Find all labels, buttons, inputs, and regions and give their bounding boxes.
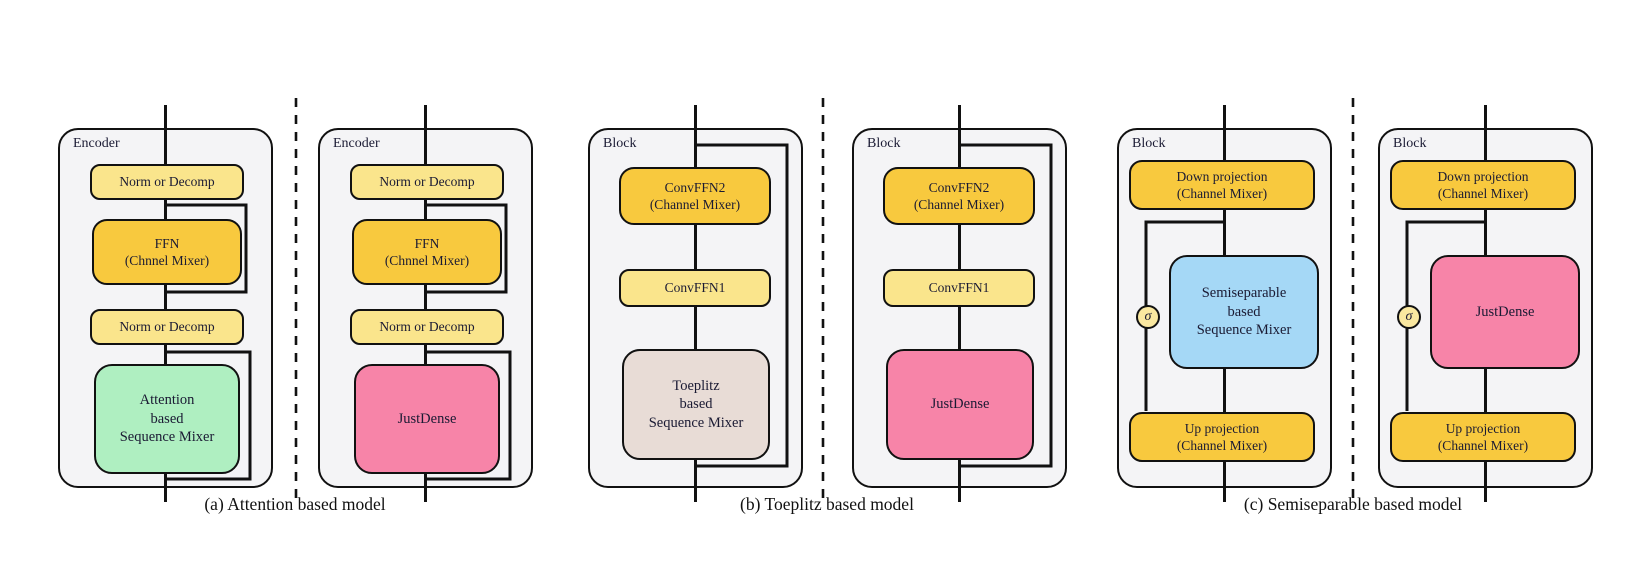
justdense-mixer-box: JustDense	[1430, 255, 1580, 369]
caption-attention-model: (a) Attention based model	[204, 494, 386, 514]
panel-title: Encoder	[73, 136, 120, 151]
caption-semiseparable-model: (c) Semiseparable based model	[1243, 494, 1463, 514]
norm-or-decomp-box: Norm or Decomp	[90, 164, 244, 200]
panel-block-justdense: Block ConvFFN2 (Channel Mixer) ConvFFN1 …	[852, 128, 1067, 488]
down-projection-box: Down projection (Channel Mixer)	[1390, 160, 1576, 210]
justdense-mixer-box: JustDense	[886, 349, 1034, 460]
panel-block-toeplitz: Block ConvFFN2 (Channel Mixer) ConvFFN1 …	[588, 128, 803, 488]
panel-title: Encoder	[333, 136, 380, 151]
norm-or-decomp-box: Norm or Decomp	[350, 164, 504, 200]
panel-encoder-attention: Encoder Norm or Decomp FFN (Chnnel Mixer…	[58, 128, 273, 488]
attention-sequence-mixer-box: Attention based Sequence Mixer	[94, 364, 240, 474]
justdense-mixer-box: JustDense	[354, 364, 500, 474]
norm-or-decomp-box: Norm or Decomp	[350, 309, 504, 345]
down-projection-box: Down projection (Channel Mixer)	[1129, 160, 1315, 210]
convffn2-channel-mixer-box: ConvFFN2 (Channel Mixer)	[883, 167, 1035, 225]
panel-title: Block	[1132, 136, 1166, 151]
panel-title: Block	[1393, 136, 1427, 151]
panel-title: Block	[867, 136, 901, 151]
convffn1-box: ConvFFN1	[883, 269, 1035, 307]
convffn2-channel-mixer-box: ConvFFN2 (Channel Mixer)	[619, 167, 771, 225]
ffn-channel-mixer-box: FFN (Chnnel Mixer)	[352, 219, 502, 285]
toeplitz-sequence-mixer-box: Toeplitz based Sequence Mixer	[622, 349, 770, 460]
up-projection-box: Up projection (Channel Mixer)	[1390, 412, 1576, 462]
caption-toeplitz-model: (b) Toeplitz based model	[740, 494, 914, 514]
panel-encoder-justdense: Encoder Norm or Decomp FFN (Chnnel Mixer…	[318, 128, 533, 488]
norm-or-decomp-box: Norm or Decomp	[90, 309, 244, 345]
convffn1-box: ConvFFN1	[619, 269, 771, 307]
up-projection-box: Up projection (Channel Mixer)	[1129, 412, 1315, 462]
ffn-channel-mixer-box: FFN (Chnnel Mixer)	[92, 219, 242, 285]
semiseparable-sequence-mixer-box: Semiseparable based Sequence Mixer	[1169, 255, 1319, 369]
panel-title: Block	[603, 136, 637, 151]
panel-block-justdense-semiseparable: Block Down projection (Channel Mixer) σ …	[1378, 128, 1593, 488]
sigma-gate-icon: σ	[1397, 305, 1421, 329]
sigma-gate-icon: σ	[1136, 305, 1160, 329]
panel-block-semiseparable: Block Down projection (Channel Mixer) σ …	[1117, 128, 1332, 488]
